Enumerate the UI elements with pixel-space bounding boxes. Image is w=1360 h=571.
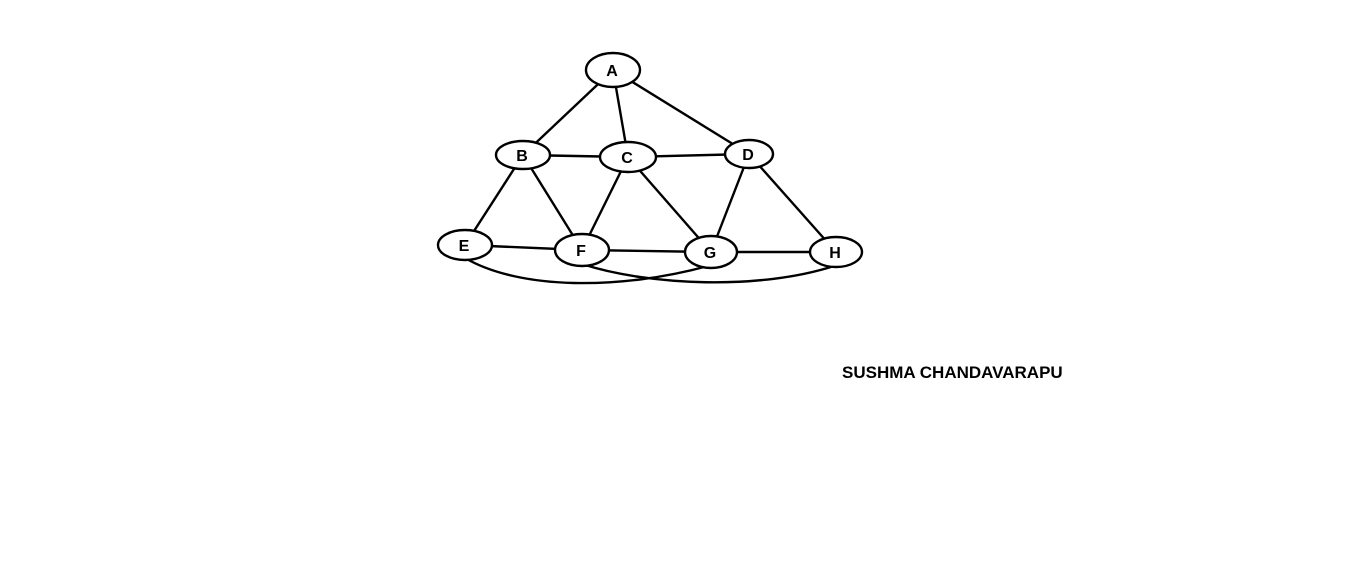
node-d: D [723, 138, 775, 170]
node-label-a: A [606, 63, 618, 80]
node-shape-g [683, 234, 739, 270]
node-c: C [598, 140, 658, 174]
node-b: B [494, 139, 552, 171]
edge-d-h [748, 153, 837, 253]
node-shape-b [494, 139, 552, 171]
edge-e-g [464, 256, 709, 285]
edge-c-g [627, 156, 712, 253]
edges-layer [463, 68, 837, 285]
node-label-b: B [516, 148, 528, 165]
node-label-e: E [459, 238, 470, 255]
node-g: G [683, 234, 739, 270]
node-shape-e [436, 228, 494, 262]
node-h: H [808, 235, 864, 269]
nodes-layer: A B C D E F G H [436, 51, 864, 270]
node-label-d: D [742, 147, 754, 164]
node-shape-h [808, 235, 864, 269]
node-shape-a [584, 51, 642, 89]
node-e: E [436, 228, 494, 262]
node-label-h: H [829, 245, 841, 262]
node-label-g: G [704, 245, 716, 262]
node-label-c: C [621, 150, 633, 167]
node-a: A [584, 51, 642, 89]
node-shape-d [723, 138, 775, 170]
node-shape-f [553, 232, 611, 268]
node-label-f: F [576, 243, 586, 260]
node-shape-c [598, 140, 658, 174]
edge-f-h [581, 262, 835, 284]
edge-a-d [612, 68, 750, 156]
author-name: SUSHMA CHANDAVARAPU [842, 363, 1063, 382]
node-f: F [553, 232, 611, 268]
